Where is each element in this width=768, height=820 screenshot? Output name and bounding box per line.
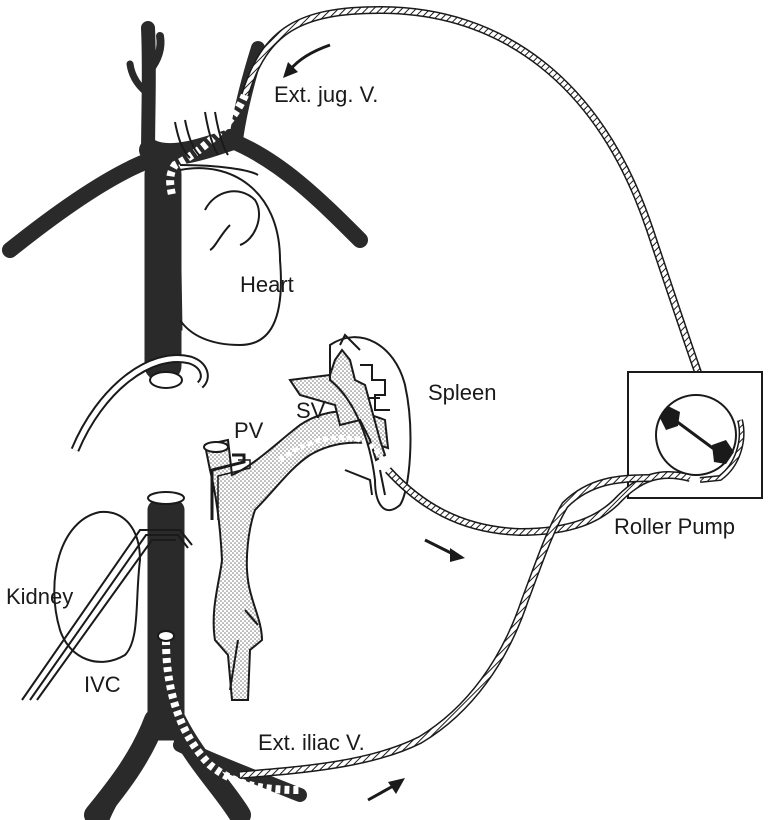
label-roller-pump: Roller Pump [614,514,735,539]
flow-arrow-top [290,45,330,70]
svc-opening [150,372,182,388]
label-kidney: Kidney [6,584,73,609]
label-heart: Heart [240,272,294,297]
label-ext-iliac: Ext. iliac V. [258,730,365,755]
label-spleen: Spleen [428,380,497,405]
label-sv: SV [296,398,326,423]
label-ivc: IVC [84,672,121,697]
portal-vein [204,411,388,700]
label-ext-jug: Ext. jug. V. [274,82,378,107]
label-pv: PV [234,418,264,443]
flow-arrow-bottom [368,785,395,800]
heart-outline [180,168,281,345]
